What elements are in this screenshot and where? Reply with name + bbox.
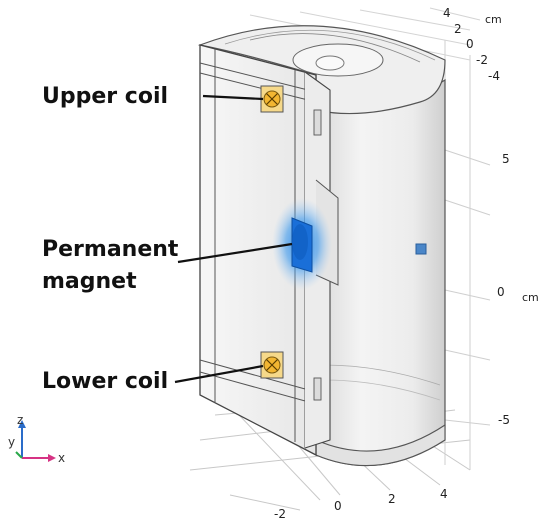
- permanent-magnet: [272, 198, 332, 290]
- bottom-tick-label: -2: [274, 507, 286, 521]
- vertical-axis-unit: cm: [522, 291, 539, 304]
- vertical-tick-label: 0: [497, 285, 505, 299]
- grid-right: [444, 40, 491, 470]
- lower-coil-label: Lower coil: [42, 369, 169, 394]
- callout-leaders: [174, 94, 293, 384]
- vertical-tick-label: -5: [498, 413, 510, 427]
- axis-triad: z y x: [8, 413, 65, 465]
- bottom-tick-label: 0: [334, 499, 342, 513]
- top-tick-label: 4: [443, 6, 451, 20]
- probe-marker: [415, 243, 427, 255]
- triad-x-label: x: [58, 451, 65, 465]
- triad-y-label: y: [8, 435, 15, 449]
- upper-coil: [260, 85, 284, 113]
- top-axis-unit: cm: [485, 13, 502, 26]
- permanent-magnet-label: Permanent magnet: [42, 237, 179, 294]
- lower-coil: [260, 351, 284, 379]
- top-tick-label: -2: [476, 53, 488, 67]
- axis-bottom-ticks: -2 0 2 4 cm: [274, 487, 448, 521]
- vertical-tick-label: 5: [502, 152, 510, 166]
- bottom-tick-label: 4: [440, 487, 448, 501]
- top-tick-label: -4: [488, 69, 500, 83]
- bottom-tick-label: 2: [388, 492, 396, 506]
- triad-z-label: z: [17, 413, 23, 427]
- axis-vertical-ticks: 5 0 -5 cm: [497, 152, 539, 427]
- upper-coil-label: Upper coil: [42, 84, 169, 109]
- top-tick-label: 0: [466, 37, 474, 51]
- outer-cylinder: [197, 25, 446, 467]
- top-tick-label: 2: [454, 22, 462, 36]
- axis-top-ticks: 4 2 0 -2 -4 cm: [443, 6, 502, 83]
